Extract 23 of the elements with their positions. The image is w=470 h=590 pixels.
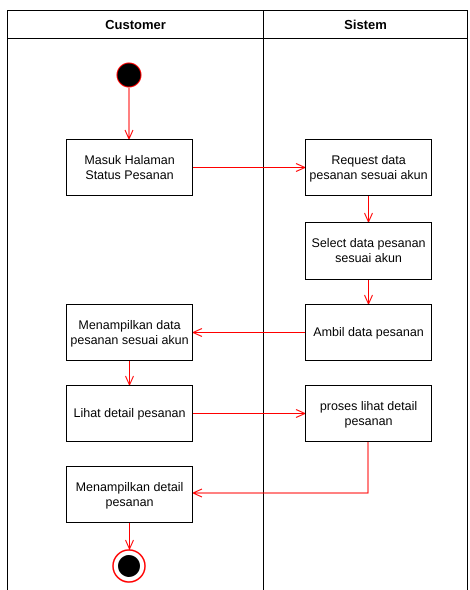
activity-box: Masuk Halaman Status Pesanan: [66, 139, 193, 196]
arrow: [192, 163, 306, 172]
arrow: [124, 88, 134, 140]
arrow: [192, 328, 306, 337]
final-node: [112, 549, 146, 583]
activity-box: Ambil data pesanan: [305, 304, 432, 361]
swimlane: [7, 10, 264, 590]
arrow: [364, 196, 373, 222]
activity-box: Menampilkan detail pesanan: [66, 466, 193, 523]
arrow: [192, 409, 306, 418]
swimlane: [263, 10, 468, 590]
activity-box: Lihat detail pesanan: [66, 385, 193, 442]
activity-box: proses lihat detail pesanan: [305, 385, 432, 442]
lane-title: Sistem: [264, 11, 467, 39]
arrow: [364, 280, 373, 304]
initial-node: [116, 62, 142, 88]
arrow: [192, 442, 368, 498]
arrow: [125, 522, 134, 550]
activity-box: Request data pesanan sesuai akun: [305, 139, 432, 196]
lane-title: Customer: [8, 11, 263, 39]
activity-box: Menampilkan data pesanan sesuai akun: [66, 304, 193, 361]
activity-box: Select data pesanan sesuai akun: [305, 222, 432, 280]
arrow: [125, 360, 134, 386]
